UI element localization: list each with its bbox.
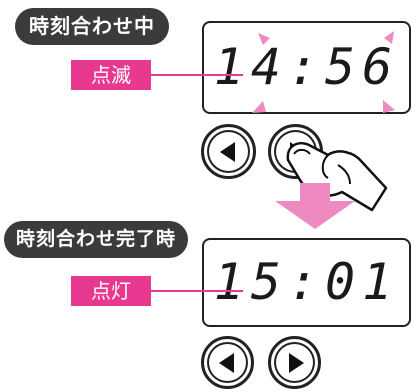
left-arrow-icon: [218, 352, 234, 373]
lcd-display-steady: 15:01: [202, 238, 411, 327]
right-arrow-icon: [288, 352, 304, 373]
lcd-display-blinking: 14:56: [202, 21, 411, 114]
right-button-bottom[interactable]: [268, 336, 321, 389]
left-button-bottom[interactable]: [201, 336, 254, 389]
blink-sparkle-icon: [252, 31, 395, 113]
left-arrow-icon: [219, 141, 235, 162]
down-arrow-icon: [275, 183, 355, 229]
leader-line-bottom: [151, 290, 243, 292]
left-button-top[interactable]: [201, 124, 256, 179]
setting-complete-label: 時刻合わせ完了時: [4, 221, 189, 258]
state-label-lit: 点灯: [71, 276, 151, 306]
state-label-blink: 点滅: [71, 60, 151, 90]
lcd-time-blinking: 14:56: [213, 38, 400, 96]
lcd-time-steady: 15:01: [213, 253, 400, 311]
leader-line-top: [151, 74, 243, 76]
setting-in-progress-label: 時刻合わせ中: [15, 8, 169, 45]
